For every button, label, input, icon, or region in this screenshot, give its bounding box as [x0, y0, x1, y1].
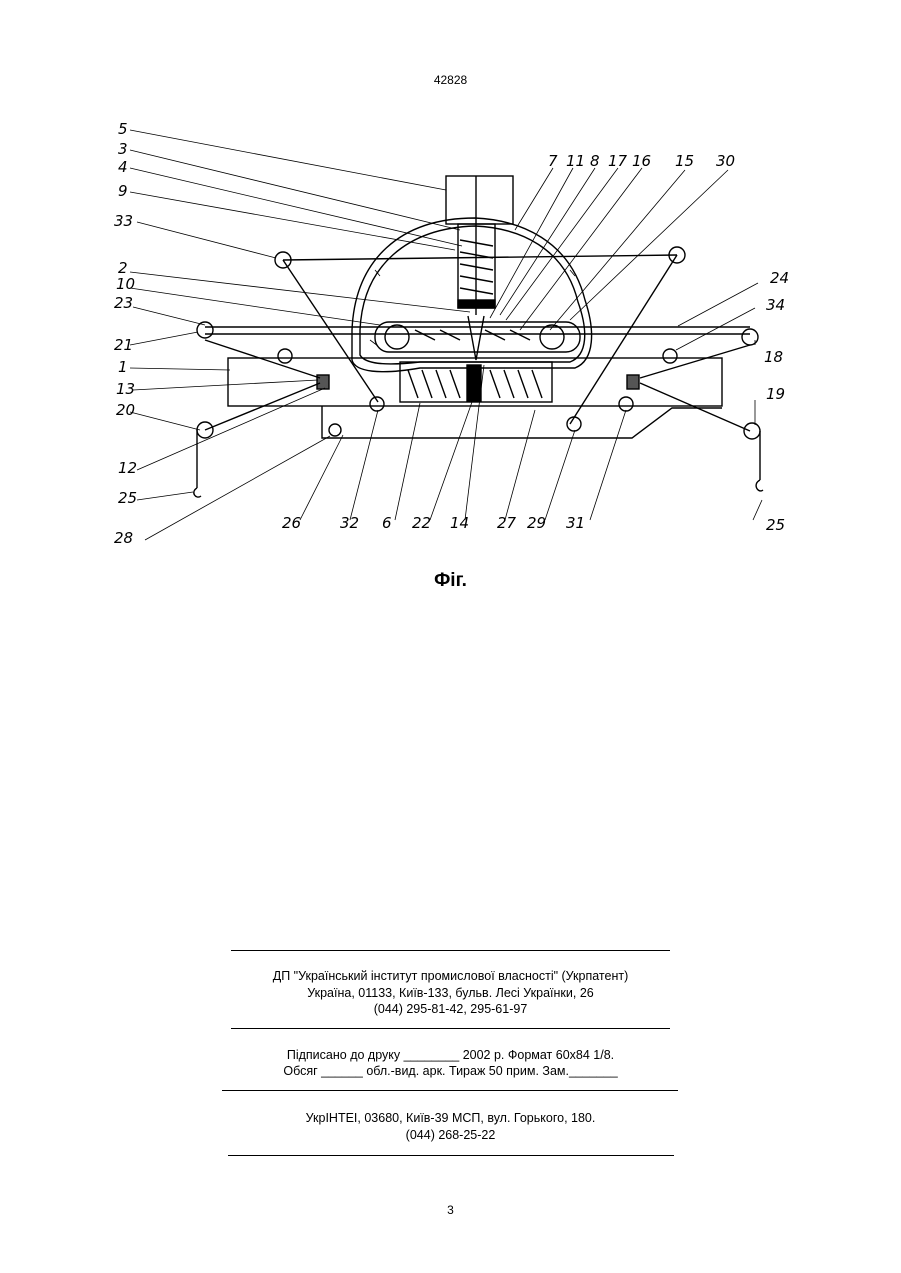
figure-label: 25: [118, 489, 137, 507]
figure-label: 22: [412, 514, 431, 532]
publisher-line: Україна, 01133, Київ-133, бульв. Лесі Ук…: [0, 985, 901, 1001]
figure-label: 18: [764, 348, 783, 366]
figure-label: 13: [116, 380, 135, 398]
figure-label: 10: [116, 275, 135, 293]
publisher-line: (044) 295-81-42, 295-61-97: [0, 1001, 901, 1017]
figure-label: 16: [632, 152, 651, 170]
publisher-line: ДП "Український інститут промислової вла…: [0, 968, 901, 984]
wheel-left: [385, 325, 409, 349]
figure-label: 33: [114, 212, 133, 230]
figure-label: 17: [608, 152, 628, 170]
document-number: 42828: [0, 73, 901, 87]
divider-line: [231, 950, 670, 951]
figure-label: 25: [766, 516, 785, 534]
figure-label: 34: [766, 296, 785, 314]
printer-line: (044) 268-25-22: [0, 1127, 901, 1143]
figure-caption: Фіг.: [0, 570, 901, 592]
figure-label: 7: [548, 152, 558, 170]
page-number: 3: [0, 1203, 901, 1217]
figure-label: 29: [527, 514, 546, 532]
wheel-right: [540, 325, 564, 349]
motor-block: [446, 176, 513, 224]
figure-label: 5: [118, 120, 128, 138]
figure-label: 8: [590, 152, 600, 170]
figure-label: 14: [450, 514, 469, 532]
figure-label: 11: [566, 152, 585, 170]
divider-line: [228, 1155, 674, 1156]
print-info-line: Обсяг ______ обл.-вид. арк. Тираж 50 при…: [0, 1063, 901, 1079]
figure-label: 15: [675, 152, 694, 170]
figure-label: 27: [497, 514, 517, 532]
figure-label: 30: [716, 152, 735, 170]
print-info-line: Підписано до друку ________ 2002 р. Форм…: [0, 1047, 901, 1063]
patent-drawing: 5 3 4 9 33 2 10 23 21 1 13 20 12 25 28 2…: [105, 110, 795, 550]
figure-label: 19: [766, 385, 785, 403]
figure-label: 20: [116, 401, 135, 419]
figure-label: 26: [282, 514, 301, 532]
figure-label: 6: [382, 514, 392, 532]
figure-label: 12: [118, 459, 137, 477]
figure-label: 21: [114, 336, 133, 354]
figure-label: 32: [340, 514, 359, 532]
figure-label: 28: [114, 529, 133, 547]
figure-label: 23: [114, 294, 133, 312]
figure-label: 31: [566, 514, 585, 532]
divider-line: [222, 1090, 678, 1091]
divider-line: [231, 1028, 670, 1029]
figure-label: 4: [118, 158, 128, 176]
figure-label: 24: [770, 269, 789, 287]
figure-label: 9: [118, 182, 128, 200]
figure-label: 3: [118, 140, 128, 158]
lower-trough: [322, 406, 722, 438]
figure-label: 1: [118, 358, 128, 376]
printer-line: УкрІНТЕІ, 03680, Київ-39 МСП, вул. Горьк…: [0, 1110, 901, 1126]
